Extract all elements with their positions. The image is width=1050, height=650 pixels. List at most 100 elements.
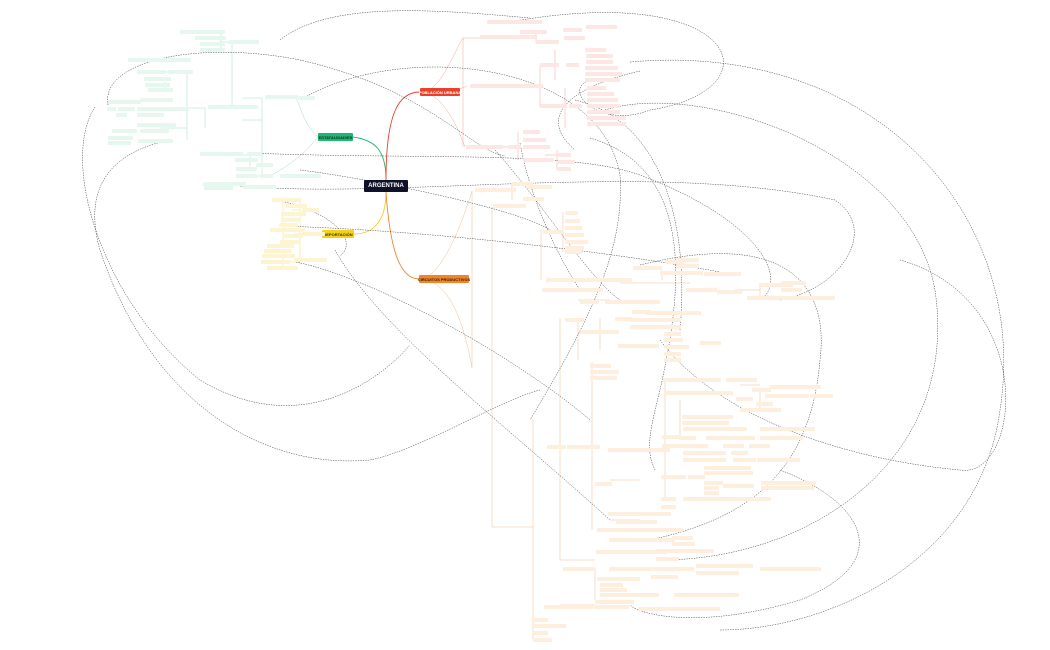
subtopic-node[interactable] [700,341,722,345]
subtopic-node[interactable] [563,567,597,571]
subtopic-node[interactable] [587,110,621,114]
subtopic-node[interactable] [615,317,633,321]
subtopic-node[interactable] [558,153,572,157]
subtopic-node[interactable] [563,28,583,32]
subtopic-node[interactable] [704,593,740,597]
subtopic-node[interactable] [280,240,302,244]
subtopic-node[interactable] [140,98,174,102]
subtopic-node[interactable] [262,254,296,258]
subtopic-node[interactable] [200,152,244,156]
subtopic-node[interactable] [672,542,696,546]
subtopic-node[interactable] [540,63,560,67]
subtopic-node[interactable] [697,607,721,611]
subtopic-node[interactable] [533,638,553,642]
branch-poblacion-urbana[interactable]: POBLACIÓN URBANA [418,88,462,96]
subtopic-node[interactable] [118,107,136,111]
subtopic-node[interactable] [692,391,734,395]
subtopic-node[interactable] [648,567,668,571]
subtopic-node[interactable] [683,451,727,455]
subtopic-node[interactable] [752,408,782,412]
subtopic-node[interactable] [279,223,299,227]
subtopic-node[interactable] [656,549,688,553]
subtopic-node[interactable] [652,325,682,329]
subtopic-node[interactable] [527,185,553,189]
subtopic-node[interactable] [260,174,274,178]
subtopic-node[interactable] [608,512,672,516]
subtopic-node[interactable] [587,116,627,120]
subtopic-node[interactable] [740,497,772,501]
subtopic-node[interactable] [808,385,822,389]
subtopic-node[interactable] [630,318,654,322]
subtopic-node[interactable] [565,226,583,230]
subtopic-node[interactable] [540,104,568,108]
subtopic-node[interactable] [533,624,567,628]
subtopic-node[interactable] [470,84,508,88]
subtopic-node[interactable] [565,250,583,254]
subtopic-node[interactable] [565,219,581,223]
subtopic-node[interactable] [650,318,682,322]
subtopic-node[interactable] [168,70,194,74]
subtopic-node[interactable] [137,107,165,111]
subtopic-node[interactable] [116,113,128,117]
subtopic-node[interactable] [651,575,679,579]
subtopic-node[interactable] [264,249,292,253]
subtopic-node[interactable] [665,391,695,395]
subtopic-node[interactable] [294,258,328,262]
subtopic-node[interactable] [585,78,621,82]
subtopic-node[interactable] [544,605,594,609]
subtopic-node[interactable] [676,258,700,262]
subtopic-node[interactable] [683,444,709,448]
subtopic-node[interactable] [281,212,307,216]
subtopic-node[interactable] [565,240,589,244]
subtopic-node[interactable] [475,188,517,192]
subtopic-node[interactable] [302,232,326,236]
subtopic-node[interactable] [638,607,662,611]
subtopic-node[interactable] [608,448,652,452]
subtopic-node[interactable] [567,445,601,449]
subtopic-node[interactable] [632,310,652,314]
subtopic-node[interactable] [749,444,771,448]
subtopic-node[interactable] [630,325,658,329]
subtopic-node[interactable] [736,436,756,440]
subtopic-node[interactable] [688,475,706,479]
subtopic-node[interactable] [547,445,567,449]
subtopic-node[interactable] [700,427,732,431]
subtopic-node[interactable] [200,48,226,52]
subtopic-node[interactable] [566,63,580,67]
subtopic-node[interactable] [204,186,234,190]
subtopic-node[interactable] [108,141,132,145]
subtopic-node[interactable] [466,145,504,149]
subtopic-node[interactable] [663,378,695,382]
subtopic-node[interactable] [587,122,627,126]
subtopic-node[interactable] [272,198,302,202]
subtopic-node[interactable] [731,451,749,455]
subtopic-node[interactable] [616,528,648,532]
subtopic-node[interactable] [717,290,743,294]
subtopic-node[interactable] [237,105,259,109]
subtopic-node[interactable] [195,36,227,40]
subtopic-node[interactable] [683,497,709,501]
subtopic-node[interactable] [662,435,682,439]
subtopic-node[interactable] [609,538,651,542]
subtopic-node[interactable] [677,549,715,553]
subtopic-node[interactable] [596,550,634,554]
subtopic-node[interactable] [628,550,668,554]
subtopic-node[interactable] [256,163,274,167]
subtopic-node[interactable] [760,283,794,287]
subtopic-node[interactable] [286,204,308,208]
subtopic-node[interactable] [616,520,658,524]
subtopic-node[interactable] [564,36,586,40]
subtopic-node[interactable] [597,577,641,581]
subtopic-node[interactable] [676,264,700,268]
subtopic-node[interactable] [733,458,757,462]
subtopic-node[interactable] [533,618,549,622]
subtopic-node[interactable] [508,145,522,149]
subtopic-node[interactable] [647,448,671,452]
subtopic-node[interactable] [761,481,817,485]
subtopic-node[interactable] [298,96,316,100]
subtopic-node[interactable] [585,278,633,282]
subtopic-node[interactable] [506,84,544,88]
subtopic-node[interactable] [705,497,745,501]
subtopic-node[interactable] [718,427,748,431]
subtopic-node[interactable] [597,528,623,532]
